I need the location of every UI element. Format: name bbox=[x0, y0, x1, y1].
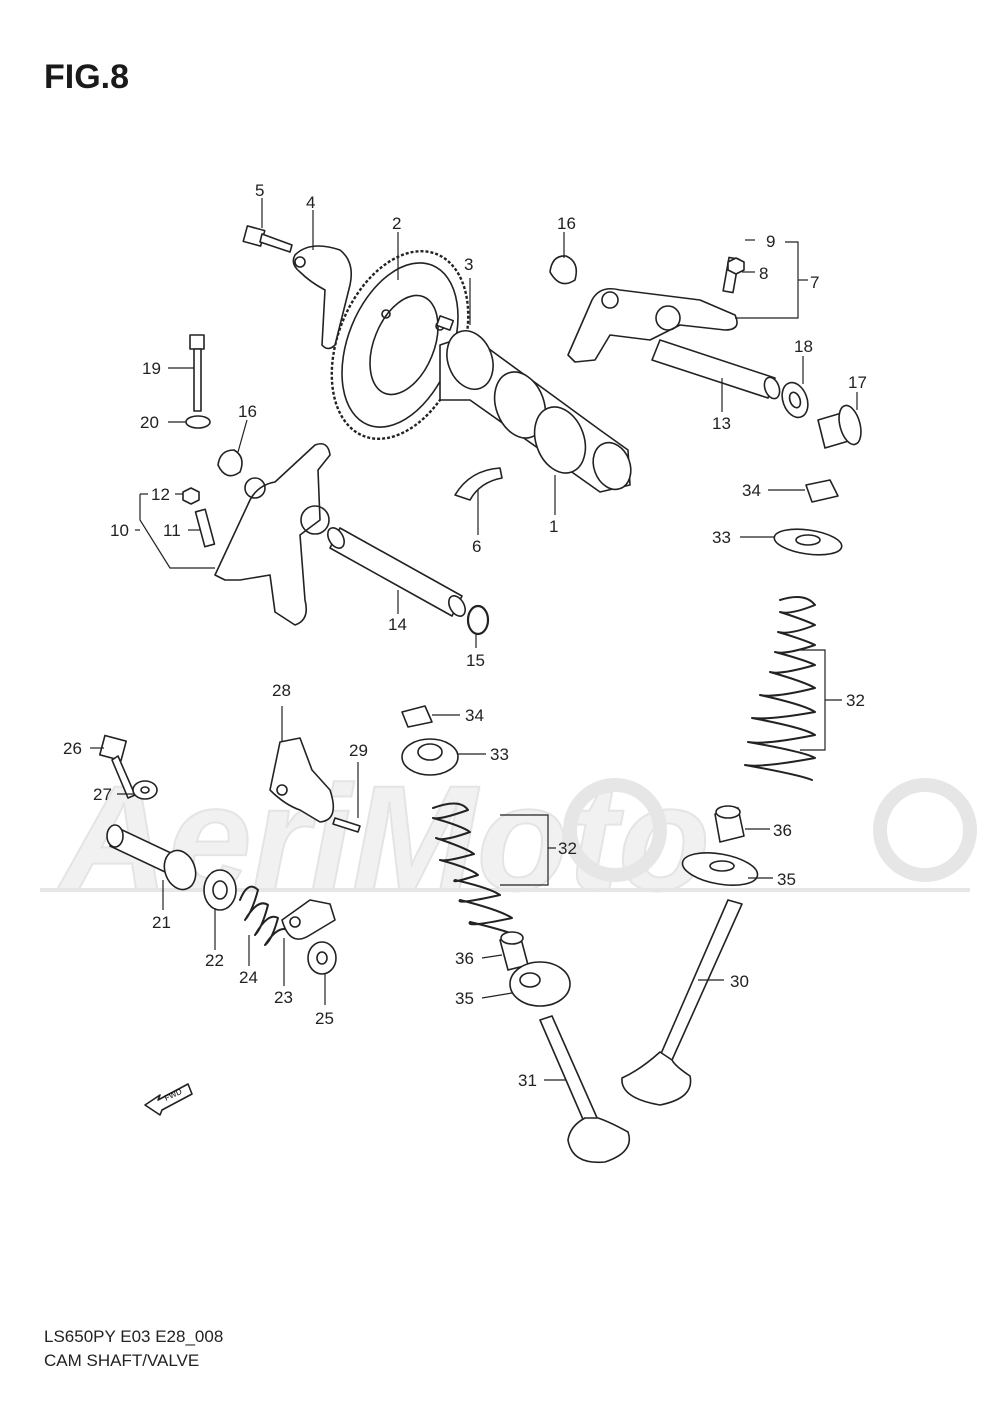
callout-21: 21 bbox=[152, 913, 171, 932]
part-lock-plate-4 bbox=[292, 245, 353, 350]
part-spring-seat-35-middle bbox=[509, 961, 571, 1007]
callout-10: 10 bbox=[110, 521, 129, 540]
part-rocker-arm-10 bbox=[214, 442, 331, 626]
callout-32-middle: 32 bbox=[558, 839, 577, 858]
callout-5: 5 bbox=[255, 181, 264, 200]
part-cap-16-upper bbox=[549, 255, 578, 285]
callout-25: 25 bbox=[315, 1009, 334, 1028]
fwd-arrow-icon: FWD bbox=[144, 1083, 193, 1116]
callout-12: 12 bbox=[151, 485, 170, 504]
part-valve-spring-32-middle bbox=[432, 802, 523, 939]
part-cap-16-lower bbox=[217, 449, 243, 477]
callout-4: 4 bbox=[306, 193, 315, 212]
part-bolt-26 bbox=[98, 734, 136, 799]
part-clip-6 bbox=[454, 467, 503, 501]
part-cotter-34-middle bbox=[401, 705, 433, 728]
part-camshaft bbox=[439, 330, 632, 493]
callout-19: 19 bbox=[142, 359, 161, 378]
callout-36-right: 36 bbox=[773, 821, 792, 840]
part-nut-9 bbox=[727, 257, 745, 275]
part-nut-12 bbox=[182, 487, 200, 505]
part-spring-seat-35-right bbox=[681, 852, 759, 886]
part-arm-23 bbox=[281, 899, 336, 940]
callout-30: 30 bbox=[730, 972, 749, 991]
callout-27: 27 bbox=[93, 785, 112, 804]
callout-34-middle: 34 bbox=[465, 706, 484, 725]
part-valve-31 bbox=[539, 1015, 630, 1164]
callout-17: 17 bbox=[848, 373, 867, 392]
callout-29: 29 bbox=[349, 741, 368, 760]
callout-24: 24 bbox=[239, 968, 258, 987]
figure-title: FIG.8 bbox=[44, 58, 130, 96]
callout-7: 7 bbox=[810, 273, 819, 292]
callout-35-right: 35 bbox=[777, 870, 796, 889]
part-o-ring-15 bbox=[466, 604, 490, 636]
callout-31: 31 bbox=[518, 1071, 537, 1090]
part-bracket-28 bbox=[269, 737, 335, 823]
part-bearing-22 bbox=[203, 869, 237, 911]
part-retainer-33-right bbox=[773, 528, 843, 556]
callout-32-right: 32 bbox=[846, 691, 865, 710]
part-bolt-5 bbox=[242, 225, 293, 253]
callout-22: 22 bbox=[205, 951, 224, 970]
leader-lines bbox=[90, 198, 858, 1081]
callout-13: 13 bbox=[712, 414, 731, 433]
callout-2: 2 bbox=[392, 214, 401, 233]
watermark: AeriMoto bbox=[40, 753, 977, 923]
part-spring-24 bbox=[239, 885, 289, 946]
part-adjuster-screw-11 bbox=[194, 508, 216, 548]
callout-33-middle: 33 bbox=[490, 745, 509, 764]
model-code: LS650PY E03 E28_008 bbox=[44, 1327, 224, 1346]
callout-20: 20 bbox=[140, 413, 159, 432]
callout-1: 1 bbox=[549, 517, 558, 536]
part-retainer-33-middle bbox=[401, 738, 459, 776]
callout-6: 6 bbox=[472, 537, 481, 556]
part-plug-17 bbox=[817, 404, 862, 449]
callout-11: 11 bbox=[163, 521, 181, 540]
callout-28: 28 bbox=[272, 681, 291, 700]
callout-26: 26 bbox=[63, 739, 82, 758]
callout-8: 8 bbox=[759, 264, 768, 283]
callout-3: 3 bbox=[464, 255, 473, 274]
part-washer-20 bbox=[185, 415, 211, 429]
callout-15: 15 bbox=[466, 651, 485, 670]
part-nut-25 bbox=[307, 941, 337, 975]
part-pin-3 bbox=[435, 315, 455, 331]
part-screw-29 bbox=[332, 817, 361, 833]
callout-labels: 5 4 2 3 16 9 8 7 18 17 13 19 20 16 34 33… bbox=[63, 181, 867, 1090]
part-rocker-arm-7 bbox=[567, 287, 738, 363]
part-rocker-shaft-13 bbox=[651, 339, 781, 400]
part-cotter-34-right bbox=[805, 479, 839, 503]
part-bolt-19 bbox=[189, 334, 205, 412]
callout-16-upper: 16 bbox=[557, 214, 576, 233]
callout-23: 23 bbox=[274, 988, 293, 1007]
section-name: CAM SHAFT/VALVE bbox=[44, 1351, 200, 1370]
part-rocker-shaft-14 bbox=[327, 527, 466, 617]
part-washer-18 bbox=[781, 381, 809, 419]
part-valve-spring-32-right bbox=[744, 595, 816, 781]
callout-36-middle: 36 bbox=[455, 949, 474, 968]
callout-16-lower: 16 bbox=[238, 402, 257, 421]
part-stem-seal-36-right bbox=[714, 805, 745, 843]
callout-9: 9 bbox=[766, 232, 775, 251]
callout-34-right: 34 bbox=[742, 481, 761, 500]
part-stem-seal-36-middle bbox=[499, 931, 529, 971]
part-washer-27 bbox=[132, 780, 158, 800]
part-shaft-21 bbox=[106, 824, 197, 891]
callout-35-middle: 35 bbox=[455, 989, 474, 1008]
footer: LS650PY E03 E28_008 CAM SHAFT/VALVE bbox=[44, 1325, 223, 1373]
callout-33-right: 33 bbox=[712, 528, 731, 547]
callout-14: 14 bbox=[388, 615, 407, 634]
part-valve-30 bbox=[621, 899, 743, 1106]
callout-18: 18 bbox=[794, 337, 813, 356]
part-cam-sprocket bbox=[330, 250, 470, 440]
